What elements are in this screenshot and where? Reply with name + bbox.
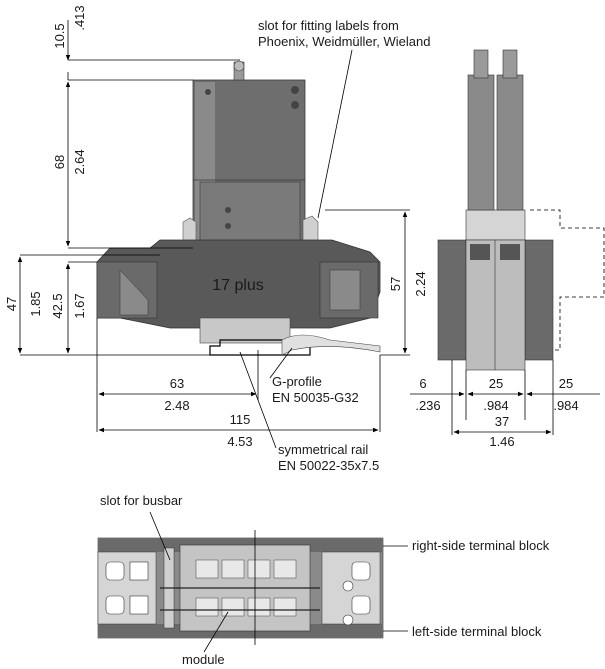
top-labels: slot for busbar right-side terminal bloc… xyxy=(100,493,550,667)
top-view xyxy=(97,530,384,645)
side-dimensions: 6 .236 25 .984 25 .984 37 1.46 xyxy=(410,360,600,449)
dim-side-mid-mm: 25 xyxy=(489,376,503,391)
slot-labels-text-2: Phoenix, Weidmüller, Wieland xyxy=(258,34,430,49)
side-handle-left xyxy=(467,74,495,211)
side-view xyxy=(437,49,605,371)
dim-inner-h-in: 1.67 xyxy=(72,293,87,318)
slot-labels-leader xyxy=(317,49,353,219)
front-view: 17 plus xyxy=(96,60,381,356)
base-body xyxy=(96,239,381,329)
g-profile-text-1: G-profile xyxy=(272,374,322,389)
sym-rail-text-2: EN 50022-35x7.5 xyxy=(278,458,379,473)
front-dimensions: 10.5 .413 68 2.64 47 1.85 42.5 1.67 57 2… xyxy=(4,5,428,449)
dim-upper-mm: 68 xyxy=(52,155,67,169)
dim-rail-w-in: 2.48 xyxy=(164,398,189,413)
dim-side-total-in: 1.46 xyxy=(489,434,514,449)
dim-total-w-in: 4.53 xyxy=(227,434,252,449)
dim-side-left-mm: 6 xyxy=(419,376,426,391)
side-center-body xyxy=(465,239,526,371)
module-text: module xyxy=(182,652,225,667)
g-profile-rail xyxy=(281,334,381,356)
dim-side-mid-in: .984 xyxy=(483,398,508,413)
dim-top-mm: 10.5 xyxy=(52,23,67,48)
dim-side-total-mm: 37 xyxy=(495,414,509,429)
rail-foot xyxy=(199,317,291,344)
slot-busbar-text: slot for busbar xyxy=(100,493,183,508)
side-left-block xyxy=(437,239,467,361)
dim-side-right-in: .984 xyxy=(553,398,578,413)
left-block-text: left-side terminal block xyxy=(412,624,542,639)
product-name: 17 plus xyxy=(212,277,264,294)
dim-side-right-mm: 25 xyxy=(559,376,573,391)
dim-top-in: .413 xyxy=(72,5,87,30)
side-right-block xyxy=(524,239,554,361)
side-handle-right xyxy=(496,74,524,211)
dim-side-left-in: .236 xyxy=(415,398,440,413)
right-block-text: right-side terminal block xyxy=(412,538,550,553)
front-labels: slot for fitting labels from Phoenix, We… xyxy=(239,18,430,473)
dim-right-h-in: 2.24 xyxy=(413,271,428,296)
screw-icon xyxy=(291,86,299,94)
screw-icon xyxy=(225,223,231,229)
side-outline-dashed xyxy=(530,209,605,351)
screw-icon xyxy=(225,207,231,213)
dim-inner-h-mm: 42.5 xyxy=(50,293,65,318)
screw-icon xyxy=(205,89,211,95)
dim-overall-h-mm: 47 xyxy=(4,297,19,311)
dim-upper-in: 2.64 xyxy=(72,149,87,174)
dim-rail-w-mm: 63 xyxy=(170,376,184,391)
screw-icon xyxy=(291,101,299,109)
sym-rail-text-1: symmetrical rail xyxy=(278,442,368,457)
g-profile-text-2: EN 50035-G32 xyxy=(272,390,359,405)
slot-labels-text-1: slot for fitting labels from xyxy=(258,18,399,33)
dim-right-h-mm: 57 xyxy=(388,277,403,291)
dim-overall-h-in: 1.85 xyxy=(28,291,43,316)
dim-total-w-mm: 115 xyxy=(230,412,251,427)
module-lower-housing xyxy=(199,181,301,249)
